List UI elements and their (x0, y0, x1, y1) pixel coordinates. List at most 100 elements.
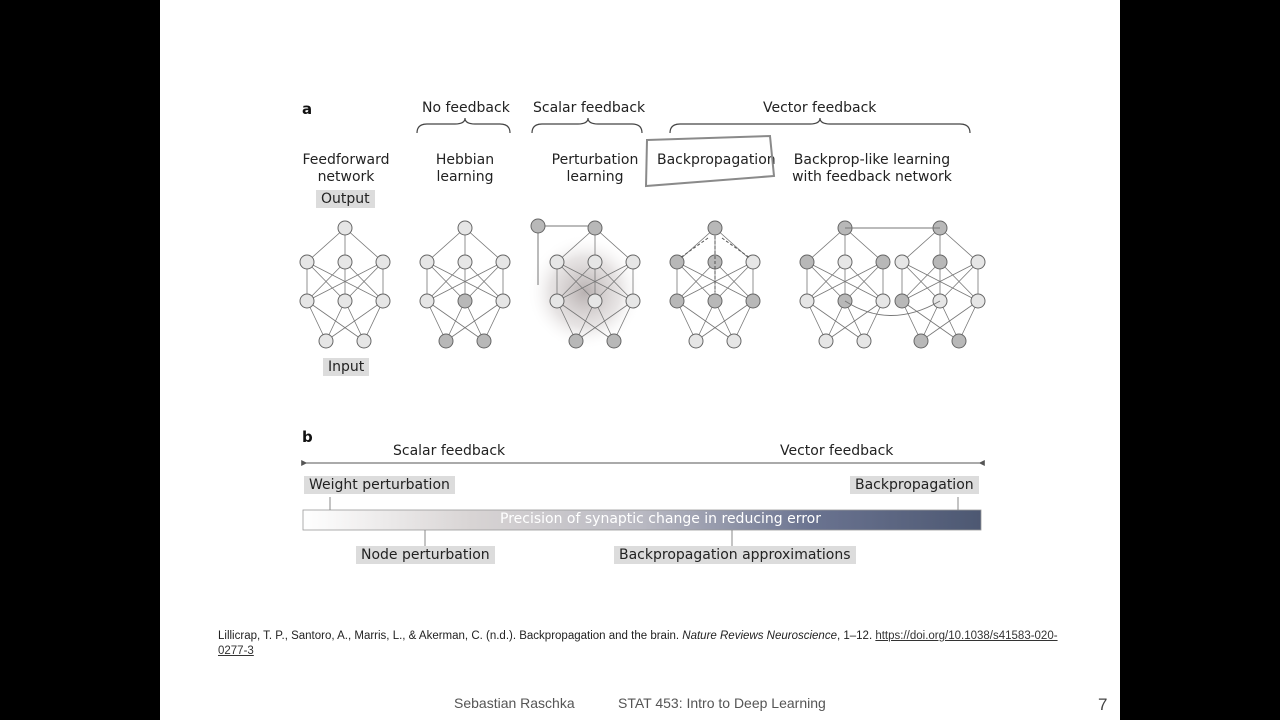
feedback-net-right-node (894, 254, 910, 270)
perturbation-net-edge (556, 227, 596, 263)
hebbian-net-node (495, 293, 511, 309)
backprop-net-node (726, 333, 742, 349)
feedforward-net-node (337, 293, 353, 309)
hebbian-net-edge (426, 261, 466, 302)
brace-vector-feedback (669, 117, 971, 134)
feedback-net-left-edge (844, 227, 884, 263)
hebbian-net-edge (464, 261, 504, 302)
col-backprop-like-title: Backprop-like learning with feedback net… (782, 152, 962, 186)
backprop-net-edge (714, 261, 754, 302)
feedforward-net-node (318, 333, 334, 349)
backprop-net-node (688, 333, 704, 349)
feedback-net-right-edge (939, 227, 979, 263)
input-label: Input (323, 358, 370, 376)
col-feedforward-title: Feedforward network (286, 152, 406, 186)
feedback-net-right-edge (901, 261, 979, 302)
backprop-net-node (745, 293, 761, 309)
feedback-net-right-node (913, 333, 929, 349)
output-label: Output (316, 190, 375, 208)
feedback-net-right-node (951, 333, 967, 349)
feedforward-net-edge (344, 261, 384, 302)
col-hebbian-line1: Hebbian (435, 152, 495, 168)
feedback-net-left-edge (806, 261, 846, 302)
backprop-net-node (669, 254, 685, 270)
hebbian-net-node (457, 293, 473, 309)
hebbian-net-edge (464, 227, 504, 263)
backpropagation-label: Backpropagation (850, 476, 979, 494)
feedback-net-right-edge (920, 300, 979, 342)
col-feedforward-line2: network (317, 169, 375, 185)
hebbian-net-node (457, 220, 473, 236)
backprop-approximations-label: Backpropagation approximations (614, 546, 856, 564)
panel-b-letter: b (302, 428, 313, 446)
perturbation-net-node (568, 333, 584, 349)
backprop-net-edge (695, 300, 754, 342)
feedforward-net-node (299, 293, 315, 309)
axis-vector-feedback: Vector feedback (780, 443, 894, 459)
perturbation-net-node (587, 293, 603, 309)
col-perturbation-line2: learning (566, 169, 624, 185)
weight-perturbation-label: Weight perturbation (304, 476, 455, 494)
node-perturbation-label: Node perturbation (356, 546, 495, 564)
citation-pages: , 1–12. (836, 630, 876, 642)
brace-scalar-feedback (531, 117, 643, 134)
feedback-net-right-edge (939, 261, 979, 302)
perturbation-net-edge (594, 227, 634, 263)
precision-bar (302, 509, 982, 531)
col-perturbation-title: Perturbation learning (535, 152, 655, 186)
feedback-net-left-node (837, 254, 853, 270)
feedback-net-left-edge (806, 227, 846, 263)
perturbation-net-edge (594, 261, 634, 302)
citation-text: Lillicrap, T. P., Santoro, A., Marris, L… (218, 630, 683, 642)
hebbian-net-node (495, 254, 511, 270)
feedback-net-left-node (875, 293, 891, 309)
footer-course: STAT 453: Intro to Deep Learning (618, 695, 826, 711)
feedback-net-left-node (856, 333, 872, 349)
perturbation-net-edge (556, 261, 596, 302)
feedforward-net-node (337, 220, 353, 236)
feedback-connector (844, 227, 941, 316)
feedback-net-right-node (932, 254, 948, 270)
backprop-error-arrows (679, 236, 751, 292)
feedforward-net-edge (306, 261, 346, 302)
feedback-net-right-node (970, 254, 986, 270)
footer-author: Sebastian Raschka (454, 695, 575, 711)
backprop-net-edge (676, 227, 716, 263)
citation-journal: Nature Reviews Neuroscience (682, 630, 837, 642)
citation-link[interactable]: https://doi.org/10.1038/s41583-020-0277-… (218, 630, 1058, 657)
perturbation-net-node (625, 254, 641, 270)
backprop-net-node (669, 293, 685, 309)
feedback-net-left-node (799, 254, 815, 270)
backprop-net-node (745, 254, 761, 270)
hebbian-net-node (476, 333, 492, 349)
precision-bar-label: Precision of synaptic change in reducing… (500, 511, 822, 527)
perturbation-net-node (606, 333, 622, 349)
perturbation-net-edge (575, 300, 634, 342)
hebbian-net-node (419, 254, 435, 270)
col-backprop-like-line2: with feedback network (792, 169, 952, 185)
feedforward-net-edge (325, 300, 384, 342)
feedback-net-left-node (875, 254, 891, 270)
feedforward-net-node (375, 293, 391, 309)
feedforward-net-node (356, 333, 372, 349)
page-number: 7 (1098, 695, 1108, 714)
col-backprop-like-line1: Backprop-like learning (793, 152, 951, 168)
backprop-net-node (707, 293, 723, 309)
hebbian-net-node (419, 293, 435, 309)
highlight-box (644, 134, 776, 188)
feedforward-net-edge (306, 261, 384, 302)
perturbation-glow (527, 234, 643, 350)
hebbian-net-node (457, 254, 473, 270)
feedback-net-left-node (799, 293, 815, 309)
perturbation-net-node (549, 254, 565, 270)
col-hebbian-line2: learning (436, 169, 494, 185)
perturbation-feedback-line (537, 225, 588, 285)
feedforward-net-node (337, 254, 353, 270)
citation: Lillicrap, T. P., Santoro, A., Marris, L… (218, 629, 1078, 659)
feedback-net-right-edge (901, 261, 941, 302)
perturbation-net-node (587, 254, 603, 270)
col-feedforward-line1: Feedforward (302, 152, 390, 168)
brace-no-feedback (416, 117, 511, 134)
network-diagrams (299, 117, 986, 546)
group-scalar-feedback: Scalar feedback (533, 100, 646, 116)
